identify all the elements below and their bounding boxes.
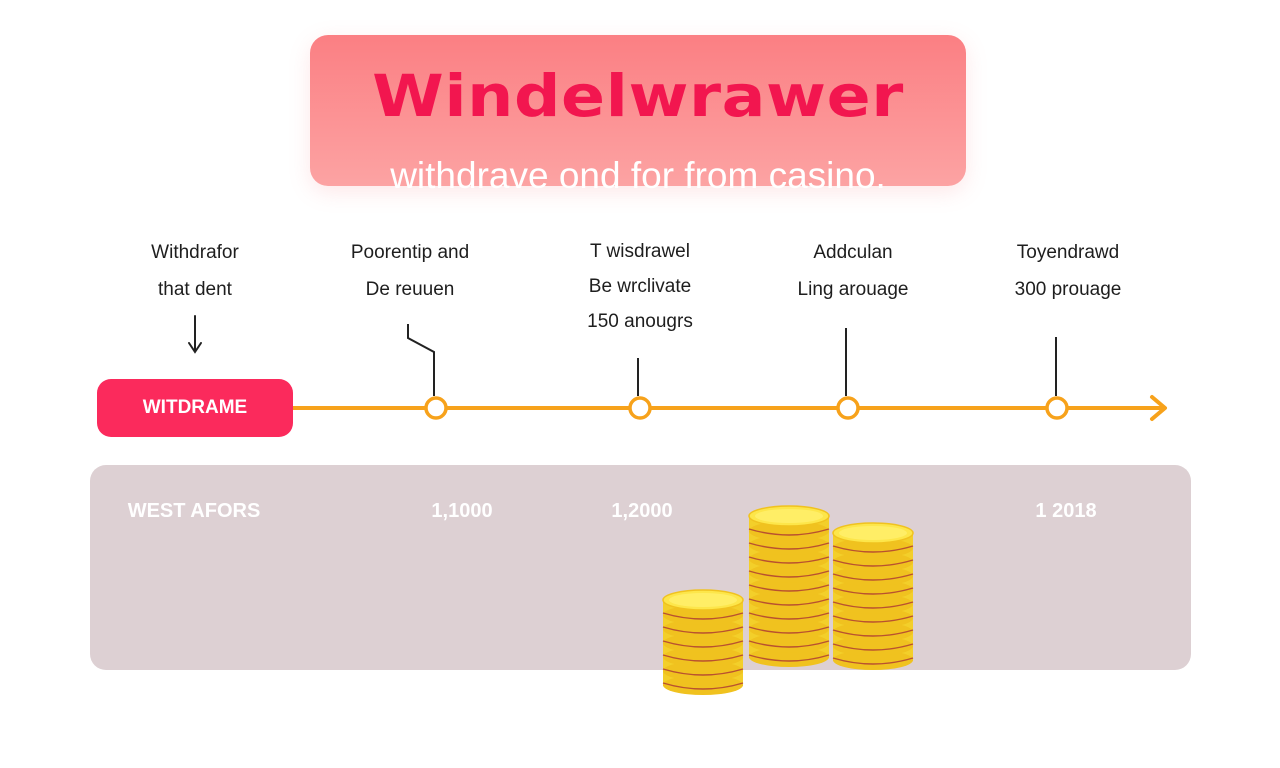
panel-value-3: 1 2018	[1035, 500, 1097, 522]
timeline-arrowhead	[1150, 395, 1167, 421]
panel-value-2: 1,2000	[611, 500, 673, 522]
stage-label-1: Withdrafor that dent	[151, 242, 239, 300]
timeline-node-3	[628, 396, 652, 420]
coin-stack-right	[832, 522, 914, 670]
coin-stack-left	[662, 589, 744, 695]
start-button[interactable]: WITDRAME	[97, 379, 293, 437]
connector-2	[407, 324, 435, 396]
stage-label-5: Toyendrawd 300 prouage	[1014, 242, 1122, 300]
bottom-panel	[90, 465, 1191, 670]
timeline-node-2	[424, 396, 448, 420]
banner-subtitle: withdrave ond for from casino.	[390, 155, 886, 196]
title-banner: Windelwrawer withdrave ond for from casi…	[310, 35, 966, 194]
down-arrow-icon	[188, 315, 202, 354]
timeline-node-4	[836, 396, 860, 420]
stage-label-3: T wisdrawel Be wrclivate 150 anougrs	[587, 241, 693, 332]
stage-label-2: Poorentip and De reuuen	[350, 242, 470, 300]
panel-value-1: 1,1000	[431, 500, 493, 522]
coin-stack-middle	[748, 505, 830, 667]
panel-label: WEST AFORS	[127, 500, 261, 522]
stage-label-4: Addculan Ling arouage	[797, 242, 909, 300]
timeline-node-5	[1045, 396, 1069, 420]
banner-title: Windelwrawer	[372, 62, 904, 130]
